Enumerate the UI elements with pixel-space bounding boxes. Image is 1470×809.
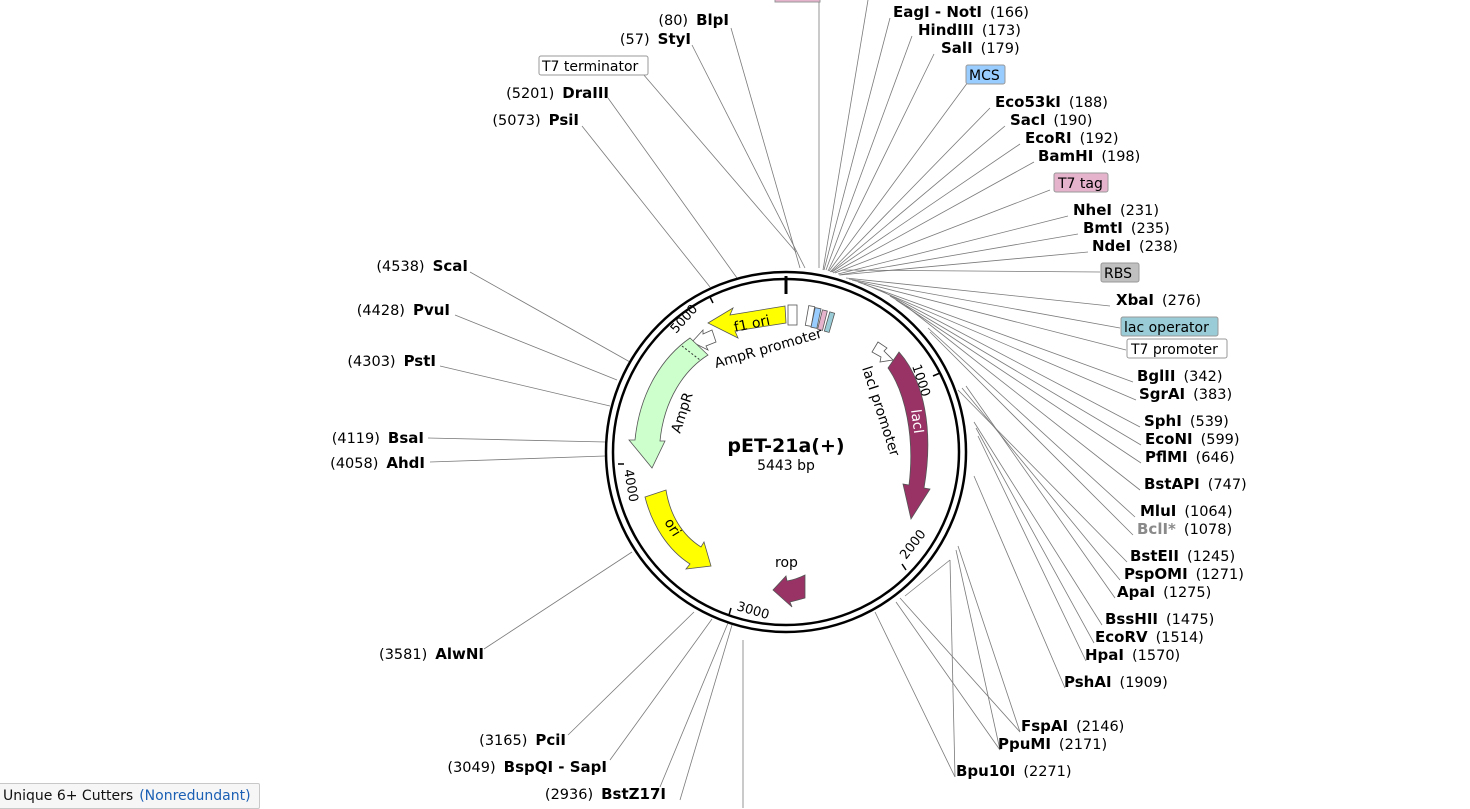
- enzyme-label[interactable]: Eco53kI(188): [995, 93, 1108, 111]
- lac-operator-label-box: [1120, 316, 1219, 337]
- enzyme-label[interactable]: SacI(190): [1010, 111, 1092, 129]
- enzyme-label[interactable]: (4428)PvuI: [357, 301, 450, 319]
- enzyme-label[interactable]: NdeI(238): [1092, 237, 1178, 255]
- label-lines-right: [823, 17, 1142, 778]
- enzyme-label[interactable]: XbaI(276): [1116, 291, 1201, 309]
- feature-box-top-cut: [774, 0, 821, 3]
- lac-operator-box: [823, 311, 836, 333]
- t7-terminator-label: T7 terminator: [541, 59, 639, 75]
- ruler-ticks: [618, 296, 941, 616]
- plasmid-name: pET-21a(+): [727, 435, 844, 457]
- t7-promoter-label: T7 promoter: [1130, 342, 1218, 358]
- rop-arrow: [772, 574, 806, 608]
- ampr-promoter-arrow: [691, 328, 717, 351]
- ampr-arrow: [628, 337, 709, 469]
- plasmid-length: 5443 bp: [757, 458, 815, 474]
- enzyme-label[interactable]: PshAI(1909): [1064, 673, 1168, 691]
- ampr-label: AmpR: [669, 390, 697, 435]
- enzyme-label[interactable]: (3581)AlwNI: [379, 645, 484, 663]
- enzyme-label[interactable]: SalI(179): [941, 39, 1020, 57]
- enzyme-label[interactable]: BamHI(198): [1038, 147, 1140, 165]
- enzyme-label[interactable]: (57)StyI: [620, 30, 691, 48]
- t7-terminator-box: [538, 55, 649, 76]
- enzyme-labels-right: EagI - NotI(166) HindIII(173) SalI(179) …: [893, 3, 1247, 780]
- f1-ori-label: f1 ori: [733, 313, 772, 336]
- enzyme-set-label: Unique 6+ Cutters: [3, 788, 134, 804]
- nonredundant-link[interactable]: (Nonredundant): [139, 788, 251, 804]
- enzyme-label[interactable]: EcoRV(1514): [1095, 628, 1204, 646]
- rop-label: rop: [775, 555, 798, 571]
- enzyme-label[interactable]: EcoRI(192): [1025, 129, 1119, 147]
- enzyme-label[interactable]: PspOMI(1271): [1124, 565, 1244, 583]
- t7-promoter-box: [1126, 338, 1228, 359]
- t7-tag-box: [1053, 172, 1109, 193]
- enzyme-label[interactable]: ApaI(1275): [1117, 583, 1211, 601]
- t7tag-box: [817, 309, 828, 331]
- enzyme-label[interactable]: BstEII(1245): [1130, 547, 1235, 565]
- rbs-box: [1100, 262, 1140, 283]
- rbs-label: RBS: [1104, 266, 1132, 282]
- enzyme-label[interactable]: EagI - NotI(166): [893, 3, 1029, 21]
- enzyme-label[interactable]: (2936)BstZ17I: [545, 785, 666, 803]
- enzyme-label[interactable]: SphI(539): [1144, 412, 1229, 430]
- enzyme-label[interactable]: Bpu10I(2271): [956, 762, 1072, 780]
- enzyme-set-footer: Unique 6+ Cutters (Nonredundant): [0, 783, 260, 809]
- mcs-label: MCS: [969, 68, 1000, 84]
- laci-promoter-arrow: [871, 341, 894, 363]
- enzyme-label[interactable]: EcoNI(599): [1145, 430, 1240, 448]
- laci-label: lacI: [907, 408, 926, 434]
- enzyme-label[interactable]: SgrAI(383): [1139, 385, 1232, 403]
- enzyme-label[interactable]: PpuMI(2171): [998, 735, 1107, 753]
- enzyme-label[interactable]: BclI*(1078): [1137, 520, 1232, 538]
- enzyme-label[interactable]: MluI(1064): [1140, 502, 1233, 520]
- enzyme-label[interactable]: NheI(231): [1073, 201, 1159, 219]
- enzyme-label[interactable]: (5073)PsiI: [492, 111, 579, 129]
- enzyme-label[interactable]: HindIII(173): [918, 21, 1021, 39]
- enzyme-label[interactable]: BssHII(1475): [1105, 610, 1214, 628]
- enzyme-label[interactable]: BglII(342): [1137, 367, 1222, 385]
- plasmid-outer-ring: [604, 270, 968, 634]
- enzyme-label[interactable]: (4538)ScaI: [376, 257, 468, 275]
- enzyme-label[interactable]: BstAPI(747): [1144, 475, 1247, 493]
- enzyme-label[interactable]: (5201)DraIII: [506, 84, 609, 102]
- enzyme-label[interactable]: (3049)BspQI - SapI: [447, 758, 607, 776]
- mcs-box-2: [810, 307, 822, 329]
- t7-tag-label: T7 tag: [1057, 176, 1103, 192]
- enzyme-label[interactable]: (4303)PstI: [347, 352, 436, 370]
- lac-operator-label: lac operator: [1124, 320, 1209, 336]
- enzyme-label[interactable]: (4058)AhdI: [330, 454, 425, 472]
- ruler-label-5000: 5000: [668, 302, 701, 337]
- ori-arrow: [644, 489, 712, 570]
- enzyme-labels-left: (80)BlpI (57)StyI (5201)DraIII (5073)Psi…: [330, 11, 729, 803]
- label-line: [822, 0, 869, 271]
- label-lines-left: [427, 27, 806, 808]
- ruler-label-4000: 4000: [620, 468, 641, 503]
- enzyme-label[interactable]: PflMI(646): [1145, 448, 1235, 466]
- enzyme-label[interactable]: (3165)PciI: [479, 731, 566, 749]
- enzyme-label[interactable]: BmtI(235): [1083, 219, 1170, 237]
- laci-arrow: [887, 351, 931, 521]
- small-feature-box: [787, 304, 798, 326]
- mcs-label-box: [965, 64, 1006, 85]
- enzyme-label[interactable]: (4119)BsaI: [332, 429, 424, 447]
- enzyme-label[interactable]: HpaI(1570): [1085, 646, 1180, 664]
- enzyme-label[interactable]: (80)BlpI: [658, 11, 729, 29]
- enzyme-label[interactable]: FspAI(2146): [1021, 717, 1124, 735]
- f1-ori-arrow: [707, 305, 787, 339]
